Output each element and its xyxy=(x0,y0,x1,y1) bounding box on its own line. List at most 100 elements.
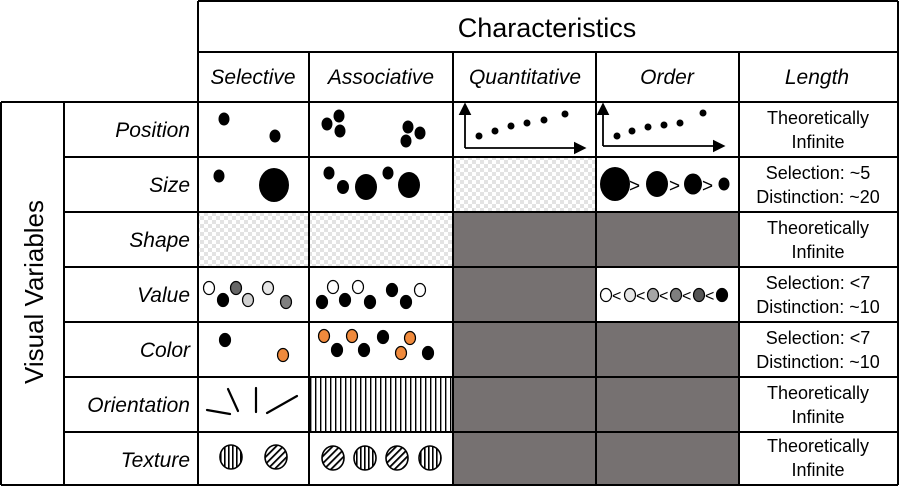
mark-dot xyxy=(330,342,344,358)
value-quantitative-cell xyxy=(453,267,596,322)
mark-dot xyxy=(355,174,377,200)
mark-dot xyxy=(363,294,377,310)
mark-dot xyxy=(317,328,331,344)
mark-dot xyxy=(699,109,707,117)
mark-dot xyxy=(475,132,483,140)
mark-dot xyxy=(684,173,702,195)
column-header-quantitative: Quantitative xyxy=(469,66,581,89)
mark-dot xyxy=(259,168,289,202)
length-orientation-line2: Infinite xyxy=(791,407,844,427)
mark-dot xyxy=(276,347,290,363)
position-selective-marks xyxy=(218,112,281,143)
mark-dot xyxy=(398,172,420,198)
length-size-line2: Distinction: ~20 xyxy=(756,187,880,207)
texture-quantitative-cell xyxy=(453,432,596,486)
mark-dot xyxy=(600,167,630,201)
color-quantitative-cell xyxy=(453,322,596,377)
mark-dot xyxy=(385,282,399,298)
position-associative-marks xyxy=(321,109,426,148)
mark-dot xyxy=(334,124,346,138)
mark-dot xyxy=(692,287,706,303)
mark-dot xyxy=(333,109,345,123)
characteristics-heading: Characteristics xyxy=(458,13,637,43)
mark-dot xyxy=(646,287,660,303)
size-order-marks: > > > xyxy=(600,167,730,201)
mark-dot xyxy=(421,345,435,361)
mark-dot xyxy=(394,345,408,361)
mark-dot xyxy=(385,445,409,471)
mark-dot xyxy=(491,127,499,135)
mark-dot xyxy=(715,287,729,303)
shape-order-cell xyxy=(596,212,739,267)
length-texture-line1: Theoretically xyxy=(767,436,869,456)
length-texture-line2: Infinite xyxy=(791,460,844,480)
length-value-line1: Selection: <7 xyxy=(766,273,871,293)
mark-dot xyxy=(376,329,390,345)
row-label-color: Color xyxy=(140,339,191,362)
mark-line xyxy=(226,387,240,413)
mark-dot xyxy=(241,292,255,308)
length-color-line2: Distinction: ~10 xyxy=(756,352,880,372)
mark-dot xyxy=(399,294,413,310)
orientation-selective-marks xyxy=(205,386,299,416)
mark-line xyxy=(265,394,299,415)
mark-dot xyxy=(219,444,243,470)
mark-greater-than: > xyxy=(702,176,713,197)
mark-line xyxy=(205,408,232,416)
texture-selective-marks xyxy=(219,444,288,470)
mark-less-than: < xyxy=(659,288,668,305)
mark-less-than: < xyxy=(612,288,621,305)
mark-dot xyxy=(540,116,548,124)
mark-dot xyxy=(418,445,442,471)
value-selective-marks xyxy=(202,280,293,310)
position-order-marks xyxy=(596,102,726,153)
mark-dot xyxy=(229,280,243,296)
mark-dot xyxy=(400,134,412,148)
mark-dot xyxy=(628,127,636,135)
row-label-value: Value xyxy=(137,284,190,307)
mark-dot xyxy=(279,294,293,310)
row-label-position: Position xyxy=(115,119,190,142)
length-size-line1: Selection: ~5 xyxy=(766,163,871,183)
unsupported-cells xyxy=(453,212,739,486)
mark-dot xyxy=(414,126,426,140)
shape-selective-cell xyxy=(198,212,309,267)
mark-dot xyxy=(718,177,730,191)
mark-dot xyxy=(323,166,335,180)
mark-dot xyxy=(646,171,668,197)
texture-order-cell xyxy=(596,432,739,486)
mark-dot xyxy=(326,279,340,295)
orientation-associative-cell xyxy=(309,377,453,432)
row-label-size: Size xyxy=(149,174,190,197)
mark-dot xyxy=(382,166,394,180)
mark-dot xyxy=(345,328,359,344)
mark-dot xyxy=(264,444,288,470)
mark-dot xyxy=(351,279,365,295)
mark-dot xyxy=(413,282,427,298)
mark-less-than: < xyxy=(705,288,714,305)
column-header-order: Order xyxy=(640,66,695,89)
mark-dot xyxy=(644,123,652,131)
orientation-order-cell xyxy=(596,377,739,432)
mark-greater-than: > xyxy=(629,176,640,197)
value-associative-marks xyxy=(315,279,427,310)
mark-dot xyxy=(402,120,414,134)
mark-dot xyxy=(676,119,684,127)
mark-dot xyxy=(561,110,569,118)
length-color-line1: Selection: <7 xyxy=(766,328,871,348)
visual-variables-heading: Visual Variables xyxy=(19,200,49,384)
mark-dot xyxy=(213,169,225,183)
mark-dot xyxy=(218,332,232,348)
row-label-orientation: Orientation xyxy=(87,394,190,417)
length-shape-line1: Theoretically xyxy=(767,218,869,238)
column-header-associative: Associative xyxy=(326,66,434,89)
shape-quantitative-cell xyxy=(453,212,596,267)
mark-dot xyxy=(261,280,275,296)
row-label-shape: Shape xyxy=(129,229,190,252)
mark-dot xyxy=(507,122,515,130)
texture-associative-marks xyxy=(321,445,442,471)
size-selective-marks xyxy=(213,168,289,202)
mark-dot xyxy=(337,180,349,194)
